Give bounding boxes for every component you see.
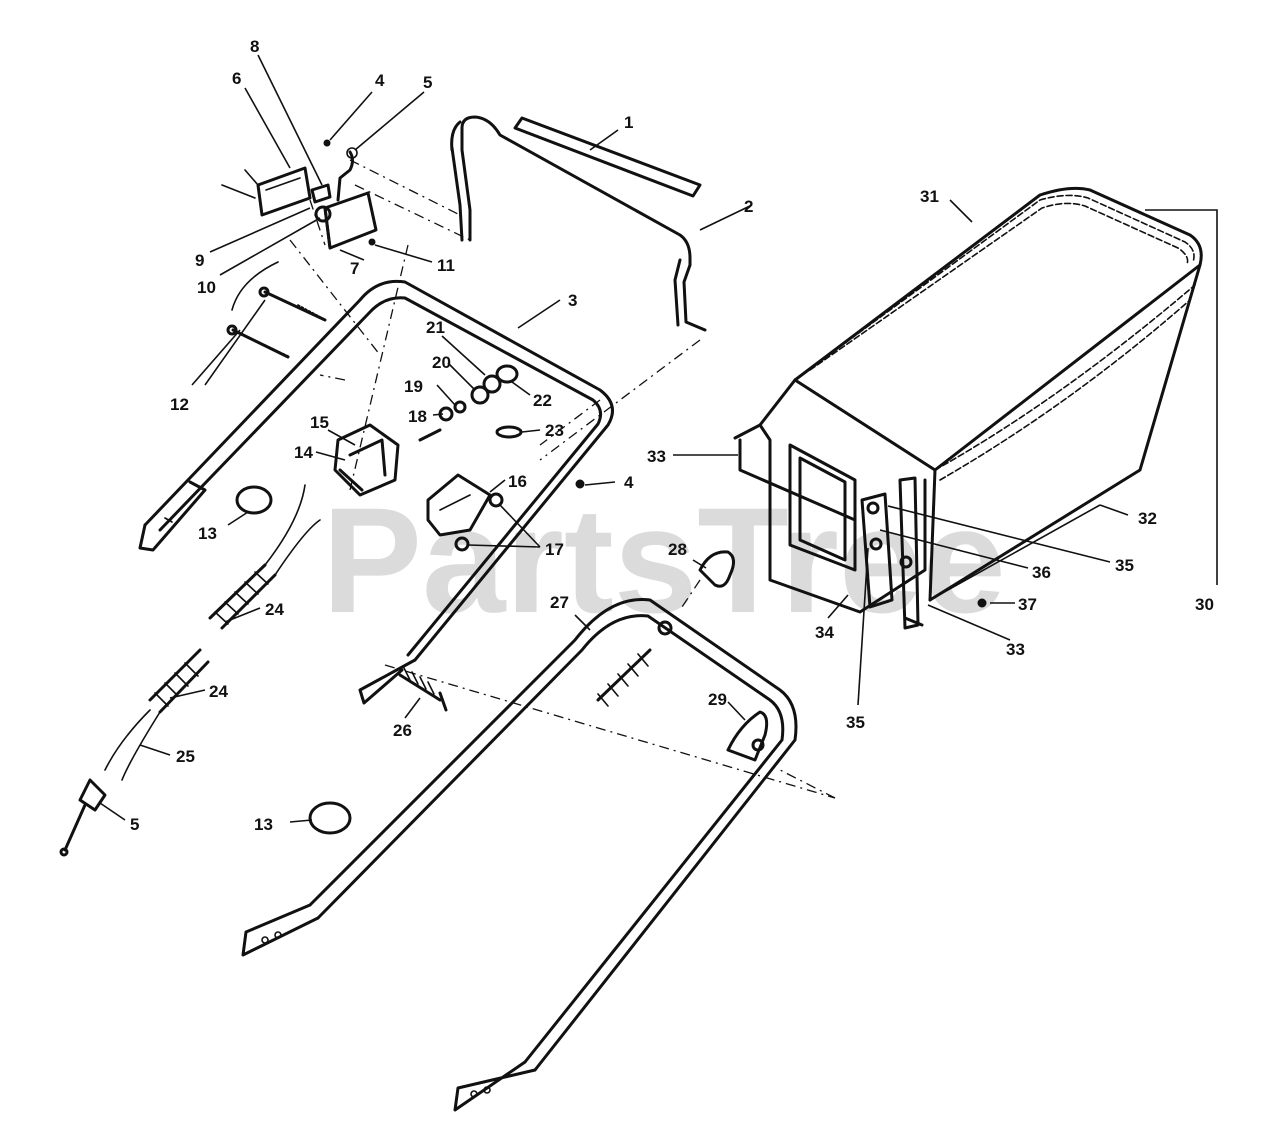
- handle-grip: [513, 116, 702, 198]
- callout-15: 15: [310, 413, 329, 432]
- callout-9: 9: [195, 251, 204, 270]
- callout-3: 3: [568, 291, 577, 310]
- callout-34: 34: [815, 623, 834, 642]
- callout-33: 33: [647, 447, 666, 466]
- callout-23: 23: [545, 421, 564, 440]
- callout-35: 35: [846, 713, 865, 732]
- control-lever: [333, 423, 442, 497]
- callout-22: 22: [533, 391, 552, 410]
- callout-16: 16: [508, 472, 527, 491]
- callout-7: 7: [350, 259, 359, 278]
- knobs: [698, 550, 769, 762]
- bracket: [426, 473, 504, 552]
- callout-31: 31: [920, 187, 939, 206]
- grass-bag: [733, 186, 1203, 630]
- callout-12: 12: [170, 395, 189, 414]
- alignment-lines: [289, 159, 836, 799]
- callout-33: 33: [1006, 640, 1025, 659]
- callout-18: 18: [408, 407, 427, 426]
- leader-lines: [99, 54, 1218, 823]
- callout-36: 36: [1032, 563, 1051, 582]
- callout-19: 19: [404, 377, 423, 396]
- callout-5: 5: [423, 73, 432, 92]
- callout-27: 27: [550, 593, 569, 612]
- callout-4: 4: [375, 71, 385, 90]
- bolts: [226, 286, 327, 359]
- upper-handle: [450, 115, 707, 332]
- springs: [596, 620, 673, 707]
- callout-1: 1: [624, 113, 633, 132]
- callout-21: 21: [426, 318, 445, 337]
- callout-13: 13: [198, 524, 217, 543]
- callout-35: 35: [1115, 556, 1134, 575]
- callout-29: 29: [708, 690, 727, 709]
- cable: [231, 261, 279, 311]
- watermark: PartsTree: [322, 476, 1006, 644]
- callout-6: 6: [232, 69, 241, 88]
- callout-14: 14: [294, 443, 313, 462]
- callout-17: 17: [545, 540, 564, 559]
- control-box: [221, 139, 378, 250]
- bolt-26: [398, 667, 448, 712]
- callout-11: 11: [437, 256, 455, 275]
- lower-handle: [241, 598, 798, 1112]
- spring-cable: [59, 484, 321, 857]
- callout-30: 30: [1195, 595, 1214, 614]
- callout-10: 10: [197, 278, 216, 297]
- middle-handle: [138, 279, 614, 705]
- callout-8: 8: [250, 37, 259, 56]
- callout-20: 20: [432, 353, 451, 372]
- callout-2: 2: [744, 197, 753, 216]
- callout-32: 32: [1138, 509, 1157, 528]
- callout-labels: 1 2 3 4 4 5 5 6 7 8 9 10 11 12 13 13 14 …: [130, 37, 1214, 834]
- callout-24: 24: [209, 682, 228, 701]
- callout-25: 25: [176, 747, 195, 766]
- callout-24: 24: [265, 600, 284, 619]
- callout-5: 5: [130, 815, 139, 834]
- callout-4: 4: [624, 473, 634, 492]
- callout-28: 28: [668, 540, 687, 559]
- callout-37: 37: [1018, 595, 1037, 614]
- callout-13: 13: [254, 815, 273, 834]
- callout-26: 26: [393, 721, 412, 740]
- clamps: [235, 485, 352, 835]
